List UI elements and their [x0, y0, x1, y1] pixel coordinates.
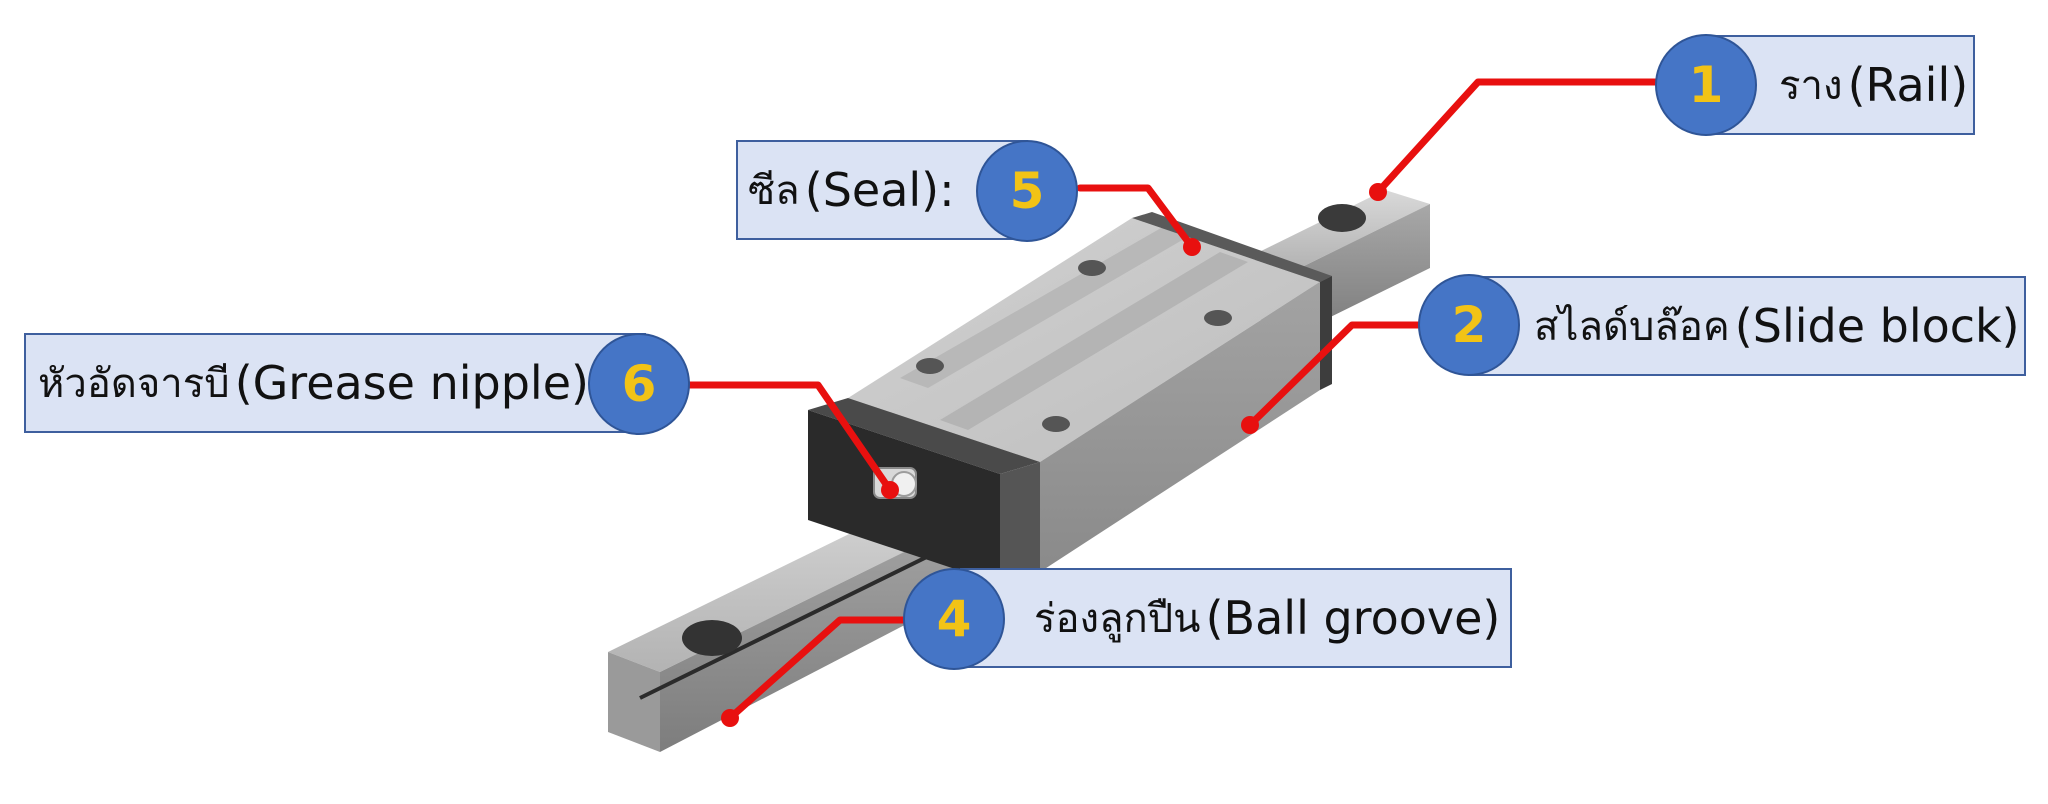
callout-rail: ราง (Rail): [1715, 35, 1975, 135]
leader-dot-ball-groove: [721, 709, 739, 727]
leader-dot-seal: [1183, 238, 1201, 256]
rail-mounting-hole: [682, 620, 742, 656]
label-thai: ซีล: [748, 168, 800, 214]
label-thai: ราง: [1779, 63, 1843, 109]
callout-seal: ซีล (Seal) :: [736, 140, 1028, 240]
label-english: (Slide block): [1734, 299, 2020, 353]
number-badge-4: 4: [903, 568, 1005, 670]
callout-slide-block: สไลด์บล๊อค (Slide block): [1470, 276, 2026, 376]
label-english: (Ball groove): [1205, 591, 1501, 645]
number-badge-2: 2: [1418, 274, 1520, 376]
leader-line-ball-groove: [726, 616, 914, 722]
leader-line-grease-nipple: [686, 381, 894, 494]
label-suffix: :: [939, 163, 955, 217]
label-english: (Rail): [1847, 58, 1969, 112]
number-badge-1: 1: [1655, 34, 1757, 136]
label-english: (Grease nipple): [234, 356, 589, 410]
leader-lines: [686, 78, 1680, 722]
rail-mounting-hole: [1318, 204, 1366, 232]
label-thai: หัวอัดจารบี: [38, 361, 230, 407]
callout-grease-nipple: หัวอัดจารบี (Grease nipple): [24, 333, 646, 433]
number-badge-6: 6: [588, 333, 690, 435]
leader-endpoints: [721, 183, 1387, 727]
leader-dot-slide-block: [1241, 416, 1259, 434]
slide-block: [808, 212, 1332, 584]
label-thai: สไลด์บล๊อค: [1534, 304, 1730, 350]
leader-line-slide-block: [1246, 321, 1434, 429]
label-thai: ร่องลูกปืน: [1034, 596, 1201, 642]
number-badge-5: 5: [976, 140, 1078, 242]
leader-line-rail: [1374, 78, 1680, 196]
callout-ball-groove: ร่องลูกปืน (Ball groove): [960, 568, 1512, 668]
label-english: (Seal): [804, 163, 940, 217]
leader-dot-grease-nipple: [881, 481, 899, 499]
leader-dot-rail: [1369, 183, 1387, 201]
leader-line-seal: [1076, 184, 1196, 251]
